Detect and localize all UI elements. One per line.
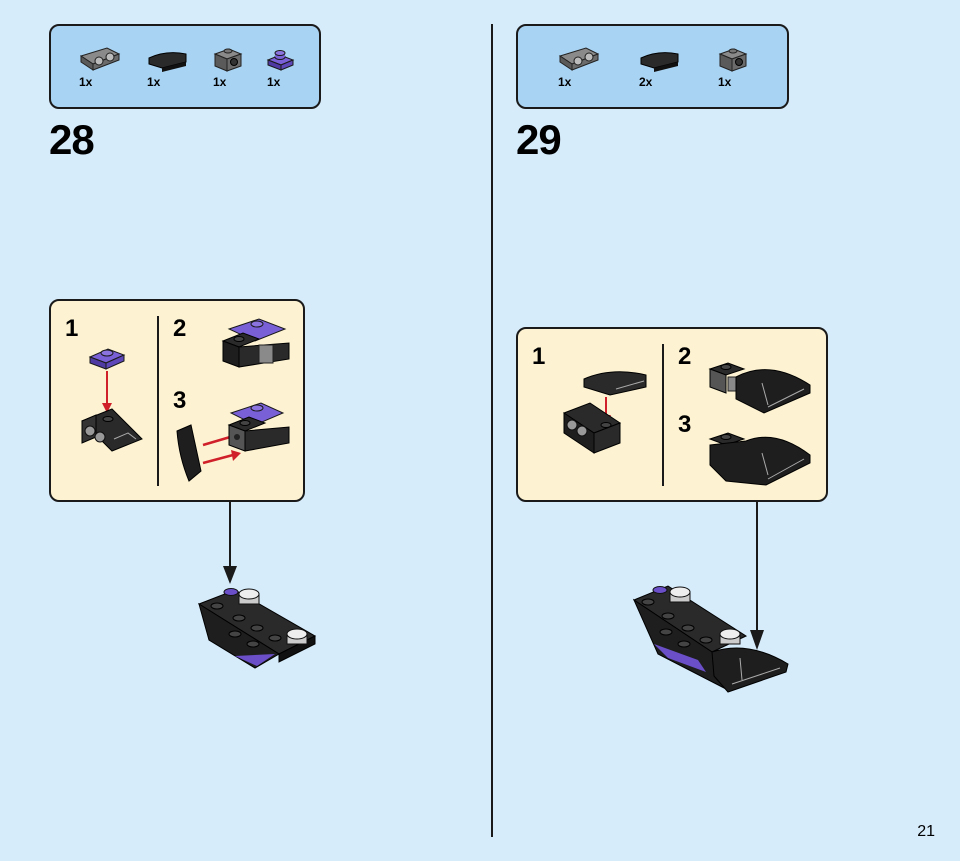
arrow-step-29 bbox=[750, 500, 764, 650]
step-number: 29 bbox=[516, 116, 562, 163]
part-qty: 1x bbox=[267, 75, 281, 89]
part-bracket-plate bbox=[77, 44, 127, 74]
substep-divider bbox=[157, 316, 159, 486]
substep-number: 1 bbox=[532, 343, 546, 370]
part-qty: 1x bbox=[718, 75, 732, 89]
part-qty: 1x bbox=[79, 75, 93, 89]
page-number: 21 bbox=[917, 823, 935, 840]
substep-1-illustration bbox=[81, 348, 143, 452]
substep-box-step-28: 1 2 3 bbox=[49, 299, 305, 502]
bracket-plate-icon bbox=[558, 47, 600, 71]
substep-number: 3 bbox=[173, 387, 187, 414]
part-plate-1x1 bbox=[265, 44, 315, 74]
substep-number: 2 bbox=[173, 315, 187, 342]
substep-3-illustration bbox=[708, 432, 811, 486]
substep-box-step-29: 1 2 3 bbox=[516, 327, 828, 502]
brick-with-side-stud-icon bbox=[718, 48, 748, 72]
substep-2-illustration bbox=[221, 318, 290, 368]
substep-number: 1 bbox=[65, 315, 79, 342]
part-qty: 1x bbox=[558, 75, 572, 89]
brick-with-side-stud-icon bbox=[213, 48, 243, 72]
model-step-29 bbox=[632, 585, 789, 693]
substep-number: 2 bbox=[678, 343, 692, 370]
part-brick-side-stud bbox=[716, 44, 766, 74]
part-qty: 1x bbox=[213, 75, 227, 89]
plate-1x1-icon bbox=[266, 50, 295, 71]
substep-number: 3 bbox=[678, 411, 692, 438]
curved-slope-icon bbox=[148, 52, 187, 72]
curved-slope-icon bbox=[640, 52, 679, 72]
step-number: 28 bbox=[49, 116, 95, 163]
parts-box-step-28: 1x 1x 1x 1x bbox=[49, 24, 321, 109]
arrow-step-28 bbox=[223, 500, 237, 584]
substep-1-illustration bbox=[562, 371, 647, 454]
part-brick-side-stud bbox=[211, 44, 261, 74]
part-bracket-plate bbox=[556, 44, 606, 74]
part-curved-slope bbox=[146, 48, 196, 74]
part-qty: 2x bbox=[639, 75, 653, 89]
part-curved-slope bbox=[638, 48, 688, 74]
model-step-28 bbox=[197, 588, 317, 669]
substep-3-illustration bbox=[176, 402, 290, 482]
column-divider bbox=[491, 24, 493, 837]
substep-2-illustration bbox=[708, 362, 811, 414]
substep-divider bbox=[662, 344, 664, 486]
part-qty: 1x bbox=[147, 75, 161, 89]
parts-box-step-29: 1x 2x 1x bbox=[516, 24, 789, 109]
bracket-plate-icon bbox=[79, 47, 121, 71]
